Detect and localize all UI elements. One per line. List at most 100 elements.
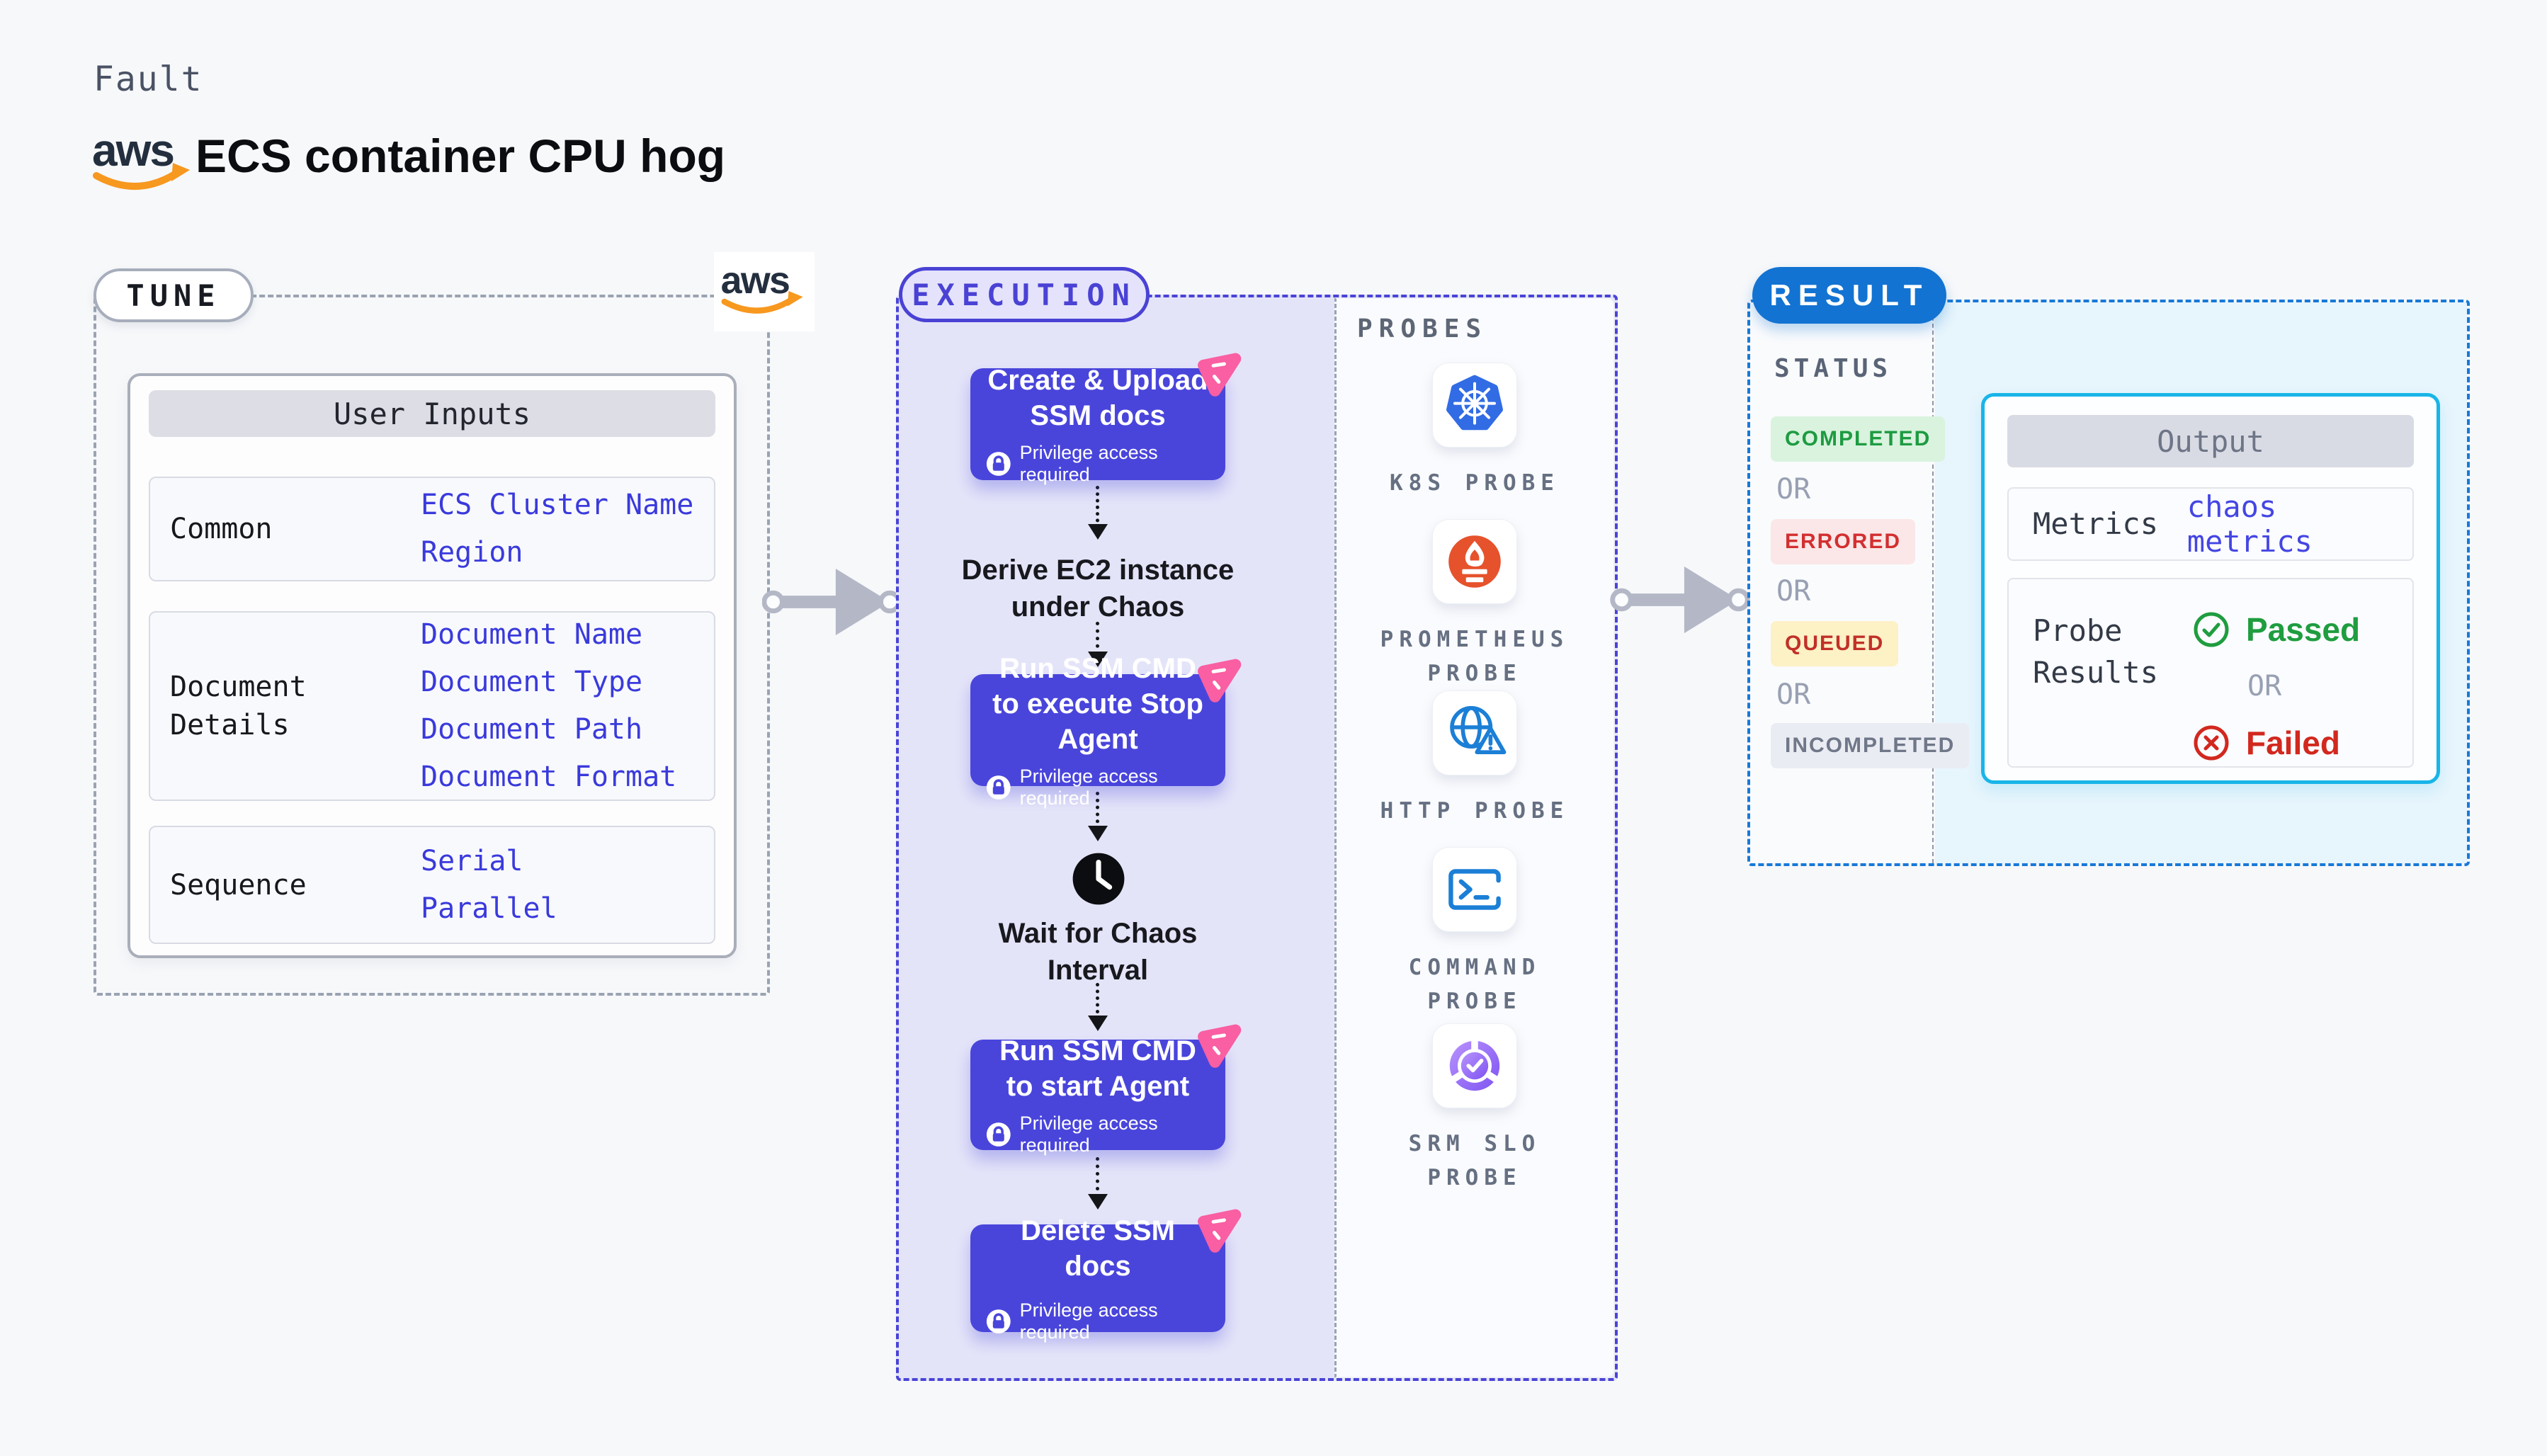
input-value: Document Format bbox=[421, 761, 677, 793]
execution-section-pill: EXECUTION bbox=[899, 267, 1150, 322]
input-value: Document Name bbox=[421, 618, 643, 651]
svg-text:aws: aws bbox=[92, 126, 174, 176]
flow-arrow-down bbox=[1088, 1157, 1108, 1210]
failed-line: Failed bbox=[2192, 724, 2360, 762]
privilege-note: Privilege access required bbox=[986, 1299, 1210, 1343]
probe-k8s: K8S PROBE bbox=[1334, 363, 1615, 500]
privilege-note-text: Privilege access required bbox=[1019, 442, 1158, 485]
privilege-note: Privilege access required bbox=[986, 442, 1210, 486]
lock-icon bbox=[986, 1122, 1011, 1147]
flow-arrow-down bbox=[1088, 983, 1108, 1031]
result-status-column bbox=[1750, 302, 1934, 863]
execution-label: EXECUTION bbox=[912, 277, 1137, 312]
probe-caption: HTTP PROBE bbox=[1380, 798, 1570, 824]
or-separator: OR bbox=[2247, 670, 2282, 703]
result-section-pill: RESULT bbox=[1752, 267, 1946, 324]
metrics-label: Metrics bbox=[2033, 506, 2159, 541]
passed-line: Passed bbox=[2192, 610, 2360, 649]
chaos-icon bbox=[1198, 353, 1242, 397]
chaos-icon bbox=[1198, 659, 1242, 703]
privilege-note-text: Privilege access required bbox=[1019, 1113, 1158, 1156]
tune-label: TUNE bbox=[126, 278, 221, 313]
input-value: Region bbox=[421, 536, 523, 569]
failed-label: Failed bbox=[2246, 724, 2340, 761]
x-circle-icon bbox=[2194, 725, 2229, 761]
step-run-ssm-start-agent: Run SSM CMD to start Agent Privilege acc… bbox=[970, 1024, 1242, 1156]
probe-caption: PROMETHEUS PROBE bbox=[1380, 627, 1570, 687]
or-separator: OR bbox=[1776, 575, 1811, 608]
user-inputs-card: User Inputs Common ECS Cluster Name Regi… bbox=[127, 373, 737, 958]
step-title: Delete SSM docs bbox=[1021, 1215, 1175, 1282]
aws-logo: aws bbox=[92, 126, 190, 190]
probe-srm-slo: SRM SLO PROBE bbox=[1334, 1023, 1615, 1195]
probe-tile bbox=[1432, 519, 1517, 604]
fault-kicker: Fault bbox=[93, 59, 203, 99]
slo-pie-icon bbox=[1448, 1035, 1502, 1091]
probes-heading: PROBES bbox=[1357, 314, 1488, 343]
page-title: ECS container CPU hog bbox=[195, 130, 726, 182]
privilege-note-text: Privilege access required bbox=[1019, 766, 1158, 809]
aws-logo-badge: aws bbox=[714, 252, 815, 331]
step-wait-chaos-interval-label: Wait for Chaos Interval bbox=[998, 918, 1198, 986]
status-badge-incompleted: INCOMPLETED bbox=[1771, 723, 1970, 768]
step-create-upload-ssm-docs: Create & Upload SSM docs Privilege acces… bbox=[970, 353, 1242, 485]
flow-arrow-down bbox=[1088, 792, 1108, 841]
output-card: Output Metrics chaos metrics Probe Resul… bbox=[1981, 393, 2440, 784]
probe-results-label: Probe Results bbox=[2033, 613, 2159, 690]
probes-panel bbox=[1334, 297, 1615, 1378]
tune-section-pill: TUNE bbox=[93, 268, 254, 322]
input-group-label: Sequence bbox=[170, 868, 307, 902]
result-section-box bbox=[1747, 300, 2470, 866]
metrics-row: Metrics chaos metrics bbox=[2007, 487, 2414, 561]
user-inputs-header: User Inputs bbox=[149, 390, 715, 437]
input-group-label: Document Details bbox=[170, 671, 307, 741]
privilege-note: Privilege access required bbox=[986, 1113, 1210, 1156]
privilege-note: Privilege access required bbox=[986, 766, 1210, 809]
input-value: Serial bbox=[421, 844, 523, 877]
status-badge-errored: ERRORED bbox=[1771, 519, 1916, 564]
aws-icon: aws bbox=[721, 259, 803, 314]
probe-tile bbox=[1432, 847, 1517, 932]
input-value: ECS Cluster Name bbox=[421, 489, 694, 521]
step-delete-ssm-docs: Delete SSM docs Privilege access require… bbox=[970, 1209, 1242, 1343]
probe-caption: COMMAND PROBE bbox=[1408, 955, 1541, 1015]
input-group-common: Common ECS Cluster Name Region bbox=[149, 477, 715, 581]
probe-tile bbox=[1432, 363, 1517, 448]
passed-label: Passed bbox=[2246, 611, 2361, 648]
step-derive-ec2-label: Derive EC2 instance under Chaos bbox=[961, 554, 1235, 622]
probe-caption: SRM SLO PROBE bbox=[1408, 1131, 1541, 1191]
flow-arrow-down bbox=[1088, 486, 1108, 540]
input-group-document-details: Document Details Document Name Document … bbox=[149, 611, 715, 801]
probe-results-values: Passed OR Failed bbox=[2192, 610, 2360, 766]
step-title: Create & Upload SSM docs bbox=[987, 365, 1208, 431]
metrics-value: chaos metrics bbox=[2186, 489, 2313, 559]
probe-command: COMMAND PROBE bbox=[1334, 847, 1615, 1018]
svg-text:aws: aws bbox=[721, 259, 790, 302]
prometheus-icon bbox=[1448, 535, 1501, 588]
input-group-label: Common bbox=[170, 513, 273, 545]
lock-icon bbox=[986, 775, 1011, 800]
step-run-ssm-stop-agent: Run SSM CMD to execute Stop Agent Privil… bbox=[970, 653, 1242, 809]
probe-tile bbox=[1432, 1023, 1517, 1108]
lock-icon bbox=[986, 452, 1011, 476]
probe-results-row: Probe Results Passed OR Failed bbox=[2007, 578, 2414, 768]
http-globe-icon bbox=[1450, 706, 1507, 754]
probe-tile bbox=[1432, 690, 1517, 775]
step-title: Run SSM CMD to execute Stop Agent bbox=[992, 653, 1203, 755]
input-value: Document Path bbox=[421, 713, 643, 746]
probe-http: HTTP PROBE bbox=[1334, 690, 1615, 828]
execution-to-result-arrow bbox=[1610, 566, 1750, 634]
probe-prometheus: PROMETHEUS PROBE bbox=[1334, 519, 1615, 690]
output-header: Output bbox=[2007, 415, 2414, 467]
result-label: RESULT bbox=[1769, 278, 1929, 312]
terminal-icon bbox=[1448, 869, 1501, 910]
probe-caption: K8S PROBE bbox=[1390, 470, 1560, 496]
chaos-icon bbox=[1198, 1024, 1242, 1068]
input-value: Document Type bbox=[421, 666, 643, 698]
status-heading: STATUS bbox=[1774, 354, 1893, 383]
or-separator: OR bbox=[1776, 678, 1811, 711]
tune-to-execution-arrow bbox=[762, 568, 901, 636]
flow-arrow-down bbox=[1088, 622, 1108, 667]
check-circle-icon bbox=[2194, 612, 2229, 647]
